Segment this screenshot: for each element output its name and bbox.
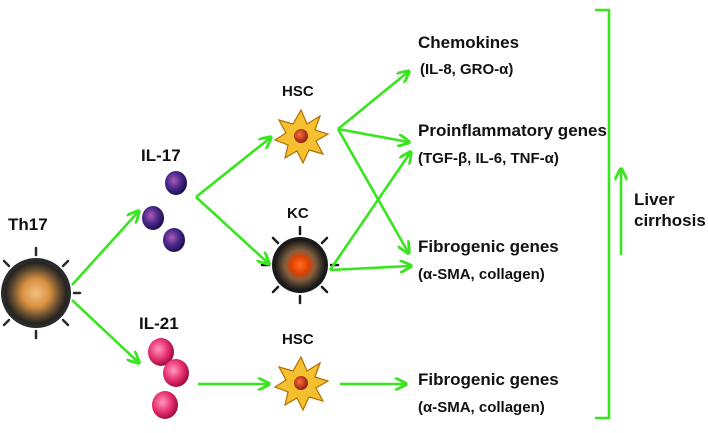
arrow-th17-to-il17 <box>71 212 138 286</box>
arrow-il17-to-kc <box>195 196 268 263</box>
chemokines-label: Chemokines <box>418 33 520 52</box>
fibrogenic-mid-examples: (α-SMA, collagen) <box>418 266 545 283</box>
arrow-hsc-to-fibrogenic <box>336 128 408 252</box>
arrow-th17-to-il21 <box>71 299 138 362</box>
proinflammatory-label: Proinflammatory genes <box>418 121 607 140</box>
th17-cell-icon <box>1 246 82 340</box>
kc-label: KC <box>287 205 309 222</box>
hsc-top-label: HSC <box>282 83 314 100</box>
arrow-il17-to-hsc <box>195 138 270 199</box>
kc-cell-icon <box>260 225 340 305</box>
arrow-hsc-to-proinflammatory <box>337 127 408 142</box>
hsc-cell-icon <box>273 355 330 412</box>
liver-cirrhosis-label-line1: Liver <box>634 190 675 209</box>
fibrogenic-mid-label: Fibrogenic genes <box>418 237 559 256</box>
il21-label: IL-21 <box>139 314 179 333</box>
il17-label: IL-17 <box>141 146 181 165</box>
il17-cytokine-icon <box>142 171 187 252</box>
th17-label: Th17 <box>8 215 48 234</box>
arrow-kc-to-fibrogenic <box>329 266 410 270</box>
hsc-bottom-label: HSC <box>282 331 314 348</box>
arrow-hsc-to-chemokines <box>337 72 408 131</box>
il21-cytokine-icon <box>148 338 189 419</box>
fibrogenic-bottom-examples: (α-SMA, collagen) <box>418 399 545 416</box>
arrow-kc-to-proinflammatory <box>328 153 410 271</box>
outcome-bracket <box>595 8 611 420</box>
fibrogenic-bottom-label: Fibrogenic genes <box>418 370 559 389</box>
chemokines-examples: (IL-8, GRO-α) <box>420 61 514 78</box>
hsc-cell-icon <box>273 108 330 165</box>
liver-cirrhosis-label-line2: cirrhosis <box>634 211 706 230</box>
proinflammatory-examples: (TGF-β, IL-6, TNF-α) <box>418 150 559 167</box>
